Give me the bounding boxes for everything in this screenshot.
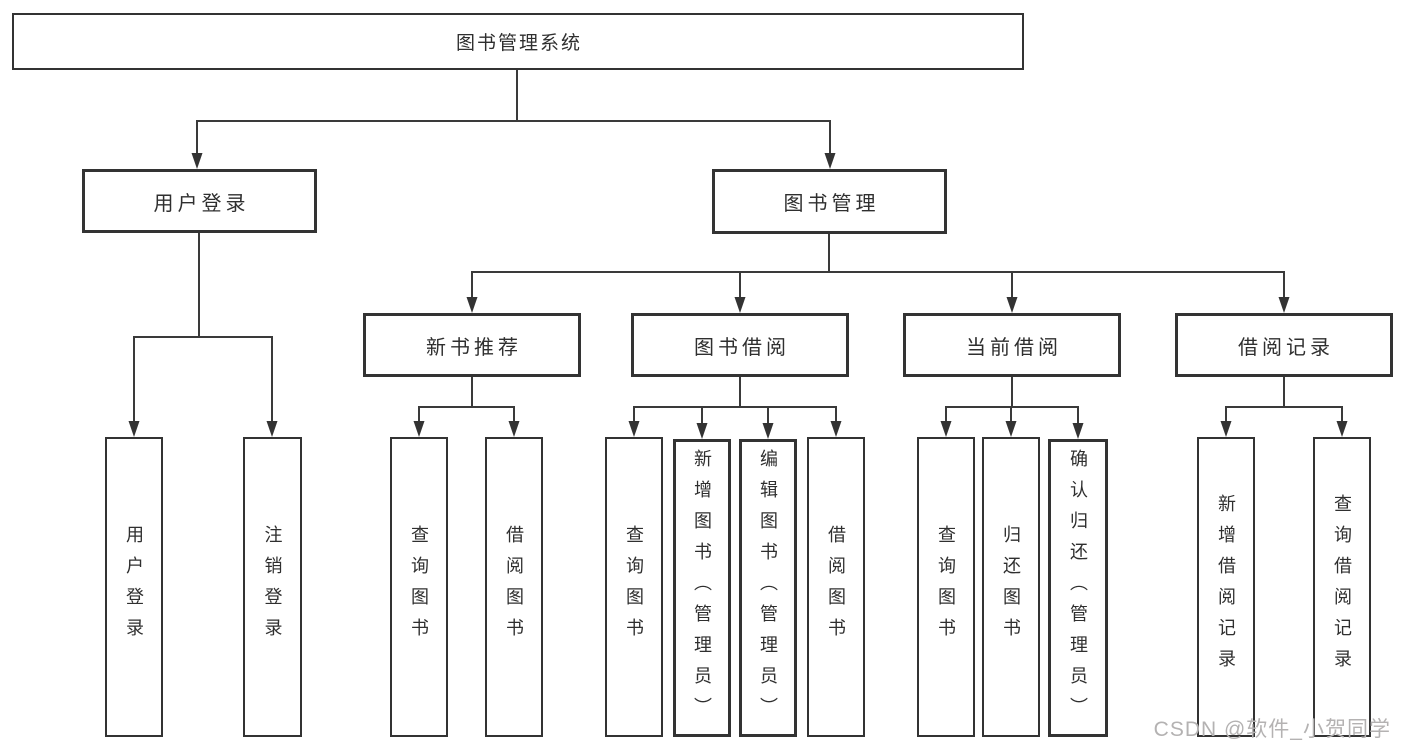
node-new-book-recommend-label: 新书推荐 [426,336,522,359]
leaf-edit-book-admin-label: 编辑图书（管理员） [758,448,778,728]
node-current-borrow: 当前借阅 [903,313,1121,377]
leaf-borrow-query-books-label: 查询图书 [624,525,644,649]
leaf-return-books: 归还图书 [982,437,1040,737]
node-book-management-label: 图书管理 [783,193,880,215]
leaf-user-login: 用户登录 [105,437,163,737]
leaf-add-book-admin: 新增图书（管理员） [673,439,731,737]
node-new-book-recommend: 新书推荐 [363,313,581,377]
csdn-watermark: CSDN @软件_小贺同学 [1153,718,1391,741]
node-root-system-label: 图书管理系统 [455,33,582,54]
node-book-management: 图书管理 [712,169,947,234]
leaf-recommend-borrow-books: 借阅图书 [485,437,543,737]
leaf-confirm-return-admin-label: 确认归还（管理员） [1068,448,1088,728]
leaf-borrow-borrow-books: 借阅图书 [807,437,865,737]
leaf-borrow-query-books: 查询图书 [605,437,663,737]
leaf-edit-book-admin: 编辑图书（管理员） [739,439,797,737]
leaf-confirm-return-admin: 确认归还（管理员） [1048,439,1108,737]
leaf-borrow-borrow-books-label: 借阅图书 [826,525,846,649]
leaf-recommend-query-books-label: 查询图书 [409,525,429,649]
leaf-add-book-admin-label: 新增图书（管理员） [692,448,712,728]
node-current-borrow-label: 当前借阅 [966,336,1062,359]
node-root-system: 图书管理系统 [12,13,1024,70]
leaf-user-login-label: 用户登录 [124,525,144,649]
leaf-add-borrow-record-label: 新增借阅记录 [1216,494,1236,680]
node-book-borrow-label: 图书借阅 [694,336,790,359]
leaf-logout-label: 注销登录 [262,525,283,649]
node-borrow-records: 借阅记录 [1175,313,1393,377]
leaf-return-books-label: 归还图书 [1001,525,1021,649]
leaf-current-query-books: 查询图书 [917,437,975,737]
leaf-query-borrow-record: 查询借阅记录 [1313,437,1371,737]
leaf-current-query-books-label: 查询图书 [936,525,956,649]
leaf-recommend-query-books: 查询图书 [390,437,448,737]
node-user-login-label: 用户登录 [153,192,250,215]
leaf-add-borrow-record: 新增借阅记录 [1197,437,1255,737]
leaf-logout: 注销登录 [243,437,302,737]
node-book-borrow: 图书借阅 [631,313,849,377]
node-borrow-records-label: 借阅记录 [1238,336,1334,359]
leaf-query-borrow-record-label: 查询借阅记录 [1332,494,1352,680]
leaf-recommend-borrow-books-label: 借阅图书 [504,525,524,649]
node-user-login: 用户登录 [82,169,317,233]
